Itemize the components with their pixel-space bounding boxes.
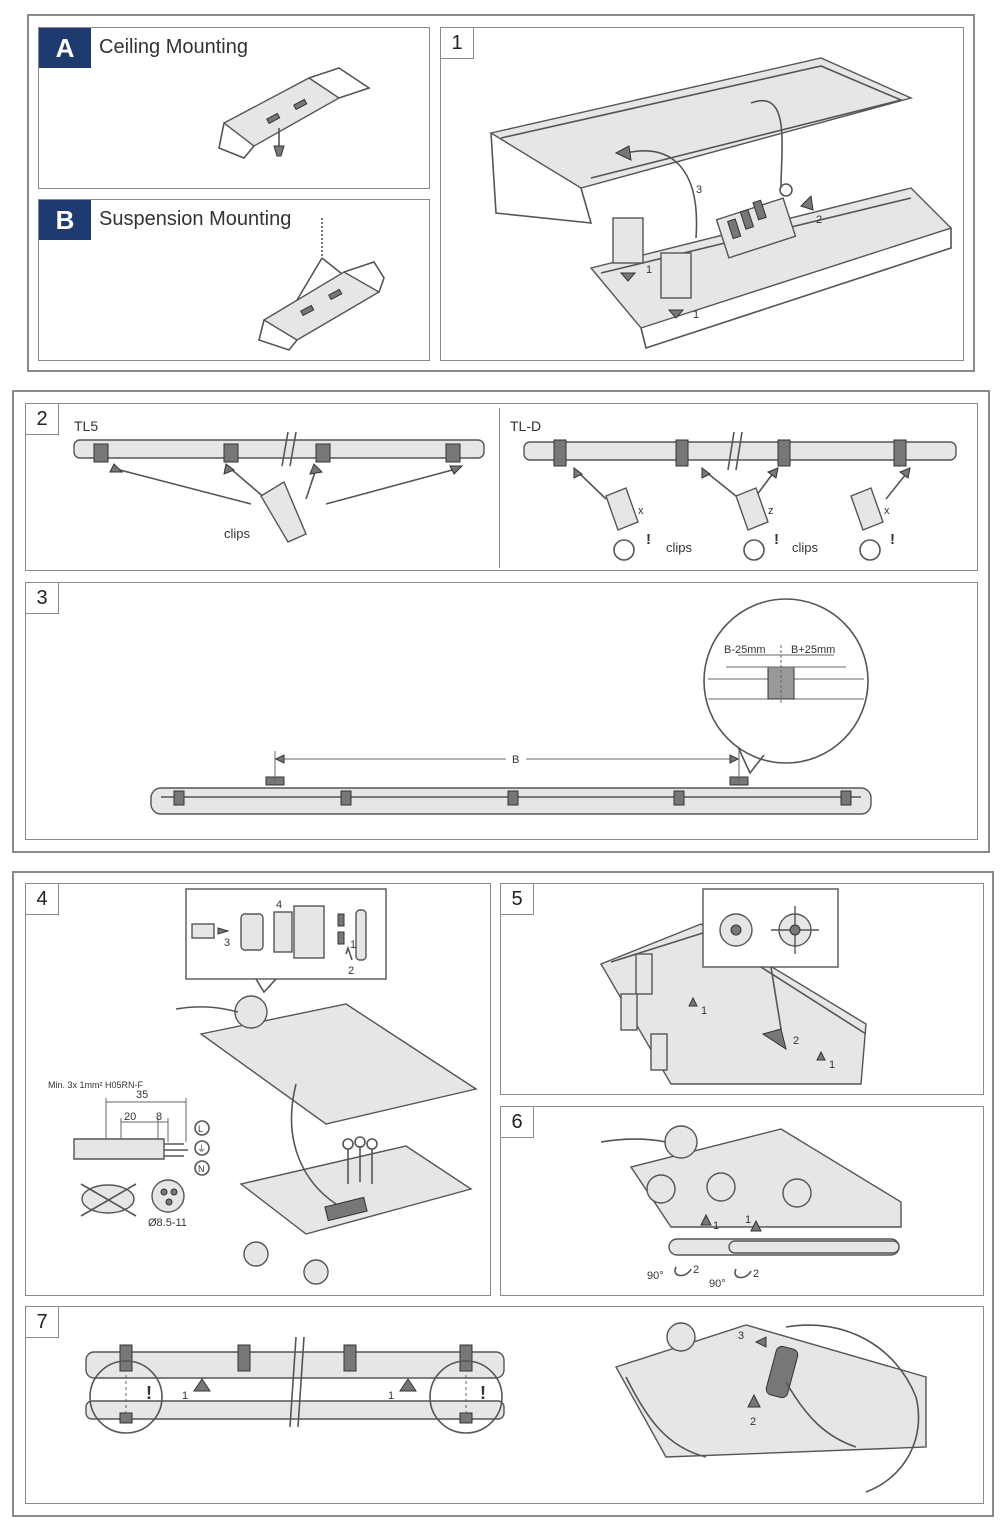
gland-callout-3: 3 xyxy=(224,937,230,949)
step6-callout-1a: 1 xyxy=(713,1220,719,1232)
tl5-label: TL5 xyxy=(74,418,99,434)
terminal-n: N xyxy=(198,1164,205,1174)
step5-callout-1a: 1 xyxy=(701,1005,707,1017)
step7-callout-1b: 1 xyxy=(388,1390,394,1402)
detail-plus-label: B+25mm xyxy=(791,644,835,656)
svg-text:!: ! xyxy=(146,1383,152,1403)
panel-step-4: 4 3 4 1 2 35 xyxy=(25,883,491,1296)
panel-step-1: 1 3 2 1 1 xyxy=(440,27,964,361)
suspension-mounting-title: Suspension Mounting xyxy=(99,208,292,230)
panel-step-7: 7 ! ! 1 1 2 3 xyxy=(25,1306,984,1504)
tld-clips-label-1: clips xyxy=(666,540,693,555)
panel-step-3: 3 B B-25mm B+25mm xyxy=(25,582,978,840)
step-4-number: 4 xyxy=(25,883,59,915)
suspension-bracket-illustration xyxy=(258,218,385,351)
step6-angle-1: 90° xyxy=(647,1270,664,1282)
step-2-tl5-illustration xyxy=(73,431,485,543)
step-2-divider xyxy=(499,408,500,568)
step-1-number: 1 xyxy=(440,27,474,59)
step5-callout-2: 2 xyxy=(793,1035,799,1047)
step-2-tld-illustration: x z x ! ! ! xyxy=(523,431,957,561)
step7-callout-1a: 1 xyxy=(182,1390,188,1402)
step-7-closing-illustration: ! ! 1 1 2 3 xyxy=(85,1322,927,1493)
step-3-number: 3 xyxy=(25,582,59,614)
gland-diameter-label: Ø8.5-11 xyxy=(148,1217,187,1229)
panel-step-6: 6 90° 90° 1 1 2 2 xyxy=(500,1106,984,1296)
step6-callout-1b: 1 xyxy=(745,1214,751,1226)
step7-callout-2: 2 xyxy=(750,1416,756,1428)
step-3-spacing-illustration: B B-25mm B+25mm xyxy=(150,598,872,815)
svg-text:!: ! xyxy=(774,531,779,548)
step-6-tube-illustration: 90° 90° 1 1 2 2 xyxy=(600,1125,902,1290)
strip-length-8: 8 xyxy=(156,1111,162,1123)
step-4-cable-illustration: 3 4 1 2 35 20 8 L ⏚ N xyxy=(73,888,478,1285)
step6-angle-2: 90° xyxy=(709,1278,726,1290)
ceiling-mounting-title: Ceiling Mounting xyxy=(99,36,248,58)
step6-callout-2b: 2 xyxy=(753,1268,759,1280)
terminal-l: L xyxy=(198,1124,203,1134)
step-5-number: 5 xyxy=(500,883,534,915)
top-group-frame xyxy=(27,14,975,372)
step1-callout-1a: 1 xyxy=(646,264,652,276)
tld-axis-z: z xyxy=(768,505,774,517)
svg-text:!: ! xyxy=(480,1383,486,1403)
step1-callout-2: 2 xyxy=(816,214,822,226)
step-2-number: 2 xyxy=(25,403,59,435)
tl5-clips-label: clips xyxy=(224,526,251,541)
cable-spec-label: Min. 3x 1mm² H05RN-F xyxy=(48,1080,144,1090)
panel-step-2: 2 TL5 TL-D clips x z x ! ! xyxy=(25,403,978,571)
step5-callout-1b: 1 xyxy=(829,1059,835,1071)
gland-callout-4: 4 xyxy=(276,899,282,911)
middle-group-frame xyxy=(12,390,990,853)
tld-label: TL-D xyxy=(510,418,542,434)
panel-ceiling-mounting: A Ceiling Mounting xyxy=(38,27,430,189)
step-7-number: 7 xyxy=(25,1306,59,1338)
tld-axis-x2: x xyxy=(884,505,890,517)
step-1-wiring-illustration: 3 2 1 1 xyxy=(489,57,953,350)
panel-suspension-mounting: B Suspension Mounting xyxy=(38,199,430,361)
gland-callout-2: 2 xyxy=(348,965,354,977)
step1-callout-3: 3 xyxy=(696,184,702,196)
step-6-number: 6 xyxy=(500,1106,534,1138)
step6-callout-2a: 2 xyxy=(693,1264,699,1276)
svg-text:!: ! xyxy=(646,531,651,548)
detail-minus-label: B-25mm xyxy=(724,644,766,656)
step-5-fixing-illustration: 1 2 1 xyxy=(599,888,867,1085)
step1-callout-1b: 1 xyxy=(693,309,699,321)
badge-b: B xyxy=(39,200,91,240)
strip-length-20: 20 xyxy=(124,1111,136,1123)
tld-clips-label-2: clips xyxy=(792,540,819,555)
step7-callout-3: 3 xyxy=(738,1330,744,1342)
gland-callout-1: 1 xyxy=(350,939,356,951)
terminal-earth: ⏚ xyxy=(197,1144,206,1154)
panel-step-5: 5 1 2 1 xyxy=(500,883,984,1095)
bottom-group-frame xyxy=(12,871,994,1517)
ceiling-bracket-illustration xyxy=(218,67,371,159)
dimension-b-label: B xyxy=(512,754,519,766)
tld-axis-x1: x xyxy=(638,505,644,517)
strip-length-35: 35 xyxy=(136,1089,148,1101)
badge-a: A xyxy=(39,28,91,68)
svg-text:!: ! xyxy=(890,531,895,548)
